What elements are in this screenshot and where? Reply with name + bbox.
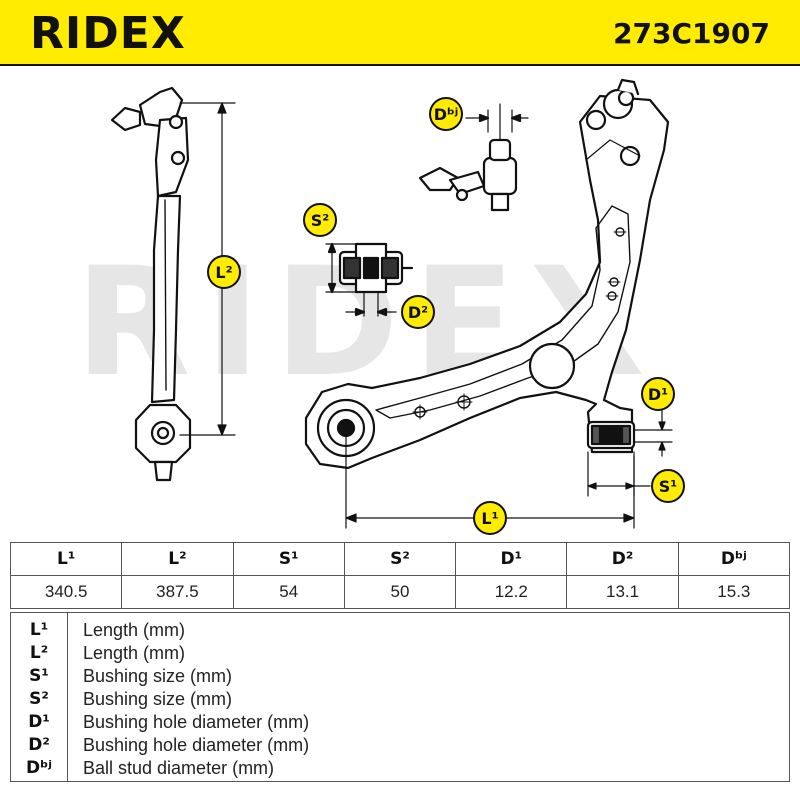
label-dbj: Dᵇʲ	[429, 97, 463, 131]
label-s2: S²	[303, 203, 337, 237]
legend-divider	[67, 613, 68, 781]
legend-description: Bushing size (mm)	[83, 666, 233, 686]
specs-table: L¹ L² S¹ S² D¹ D² Dᵇʲ 340.5 387.5 54 50 …	[9, 542, 791, 609]
side-view-arm	[110, 86, 192, 482]
legend-symbol: D²	[28, 735, 50, 755]
legend-item: S¹ Bushing size (mm)	[11, 665, 789, 688]
legend-symbol: L¹	[29, 620, 49, 640]
legend-symbol: S¹	[29, 666, 49, 686]
label-d1: D¹	[641, 377, 675, 411]
legend-item: D¹ Bushing hole diameter (mm)	[11, 711, 789, 734]
legend-description: Bushing hole diameter (mm)	[83, 735, 310, 755]
svg-text:L²: L²	[215, 263, 232, 282]
value-s1: 54	[232, 575, 345, 609]
legend-symbol: Dᵇʲ	[26, 758, 52, 778]
legend-symbol: D¹	[28, 712, 50, 732]
legend-symbol: L²	[29, 643, 49, 663]
value-l1: 340.5	[9, 575, 123, 609]
header-d2: D²	[566, 542, 679, 576]
label-l1: L¹	[473, 501, 507, 535]
legend-description: Length (mm)	[83, 620, 186, 640]
value-dbj: 15.3	[677, 575, 791, 609]
legend-description: Bushing size (mm)	[83, 689, 233, 709]
d1-dimension	[633, 407, 673, 457]
value-l2: 387.5	[121, 575, 234, 609]
svg-text:Dᵇʲ: Dᵇʲ	[434, 105, 458, 124]
header-dbj: Dᵇʲ	[677, 542, 791, 576]
legend-description: Ball stud diameter (mm)	[83, 758, 275, 778]
svg-text:D²: D²	[408, 303, 428, 322]
specs-value-row: 340.5 387.5 54 50 12.2 13.1 15.3	[9, 575, 791, 609]
svg-text:L¹: L¹	[481, 509, 498, 528]
drawing-svg: Dᵇʲ S² D² L² D¹ S¹	[110, 78, 685, 535]
legend-item: L¹ Length (mm)	[11, 619, 789, 642]
legend-item: S² Bushing size (mm)	[11, 688, 789, 711]
specs-header-row: L¹ L² S¹ S² D¹ D² Dᵇʲ	[9, 542, 791, 576]
legend-description: Bushing hole diameter (mm)	[83, 712, 310, 732]
bushing-detail	[325, 242, 414, 317]
label-l2: L²	[207, 255, 241, 289]
value-d1: 12.2	[455, 575, 568, 609]
legend-item: Dᵇʲ Ball stud diameter (mm)	[11, 757, 789, 780]
header-d1: D¹	[455, 542, 568, 576]
value-s2: 50	[343, 575, 457, 609]
label-d2: D²	[401, 295, 435, 329]
svg-text:S²: S²	[311, 211, 330, 230]
legend-item: D² Bushing hole diameter (mm)	[11, 734, 789, 757]
label-s1: S¹	[651, 469, 685, 503]
legend-symbol: S²	[29, 689, 49, 709]
value-d2: 13.1	[566, 575, 679, 609]
header-s2: S²	[343, 542, 457, 576]
ball-joint-detail	[418, 103, 529, 212]
s1-dimension	[587, 451, 651, 497]
header-l1: L¹	[9, 542, 123, 576]
header-bar: RIDEX 273C1907	[0, 0, 800, 66]
legend-box: L¹ Length (mm) L² Length (mm) S¹ Bushing…	[10, 612, 790, 782]
brand-logo: RIDEX	[30, 8, 186, 59]
legend-description: Length (mm)	[83, 643, 186, 663]
svg-text:D¹: D¹	[648, 385, 668, 404]
control-arm-main	[304, 78, 670, 470]
header-s1: S¹	[232, 542, 345, 576]
header-l2: L²	[121, 542, 234, 576]
svg-text:S¹: S¹	[659, 477, 678, 496]
part-number: 273C1907	[613, 17, 770, 50]
legend-item: L² Length (mm)	[11, 642, 789, 665]
technical-drawing: RIDEX	[0, 66, 800, 542]
